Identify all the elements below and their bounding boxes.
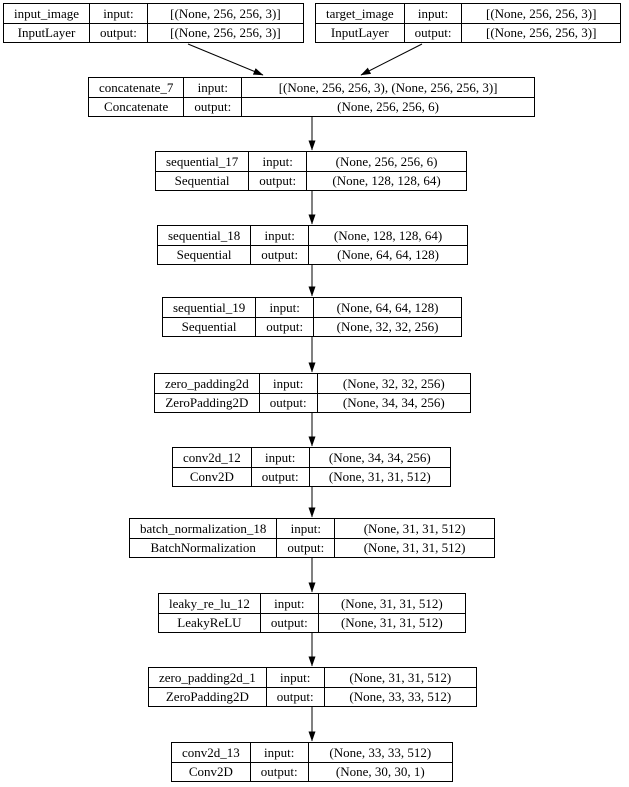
layer-type: Sequential: [156, 171, 249, 190]
input-shape: (None, 256, 256, 6): [306, 152, 466, 171]
input-label: input:: [276, 519, 334, 538]
output-label: output:: [258, 393, 317, 412]
layer-type: BatchNormalization: [130, 538, 277, 557]
node-conv2d-13: conv2d_13 input: (None, 33, 33, 512) Con…: [171, 742, 453, 782]
input-shape: (None, 31, 31, 512): [334, 519, 494, 538]
output-label: output:: [259, 613, 318, 632]
layer-name: concatenate_7: [99, 79, 174, 95]
layer-name: batch_normalization_18: [140, 520, 267, 536]
layer-name: zero_padding2d_1: [159, 669, 256, 685]
input-label: input:: [248, 152, 306, 171]
node-sequential-18: sequential_18 input: (None, 128, 128, 64…: [157, 225, 468, 265]
input-label: input:: [255, 298, 313, 317]
input-shape: (None, 31, 31, 512): [317, 594, 465, 613]
layer-type: LeakyReLU: [159, 613, 260, 632]
layer-type: Sequential: [163, 317, 256, 336]
node-conv2d-12: conv2d_12 input: (None, 34, 34, 256) Con…: [172, 447, 451, 487]
layer-type: Concatenate: [89, 97, 184, 116]
layer-type: InputLayer: [4, 23, 89, 42]
input-shape: (None, 34, 34, 256): [308, 448, 450, 467]
node-sequential-19: sequential_19 input: (None, 64, 64, 128)…: [162, 297, 462, 337]
input-label: input:: [249, 743, 308, 762]
output-shape: [(None, 256, 256, 3)]: [461, 23, 620, 42]
node-zero-padding2d: zero_padding2d input: (None, 32, 32, 256…: [154, 373, 471, 413]
layer-type: Conv2D: [172, 762, 250, 781]
node-concatenate-7: concatenate_7 input: [(None, 256, 256, 3…: [88, 77, 535, 117]
layer-name: sequential_18: [168, 227, 241, 243]
layer-type: Conv2D: [173, 467, 251, 486]
output-label: output:: [249, 762, 308, 781]
output-label: output:: [255, 317, 314, 336]
input-label: input:: [403, 4, 462, 23]
output-label: output:: [89, 23, 147, 42]
input-shape: (None, 128, 128, 64): [308, 226, 467, 245]
input-shape: [(None, 256, 256, 3), (None, 256, 256, 3…: [241, 78, 534, 97]
layer-type: ZeroPadding2D: [155, 393, 259, 412]
layer-type: Sequential: [158, 245, 251, 264]
layer-name: sequential_17: [166, 153, 239, 169]
layer-type: InputLayer: [316, 23, 404, 42]
output-shape: (None, 30, 30, 1): [307, 762, 452, 781]
layer-name: sequential_19: [173, 299, 246, 315]
output-shape: (None, 128, 128, 64): [306, 171, 466, 190]
layer-name: leaky_re_lu_12: [169, 595, 250, 611]
output-label: output:: [265, 687, 324, 706]
output-label: output:: [183, 97, 242, 116]
input-label: input:: [259, 594, 318, 613]
layer-name: zero_padding2d: [165, 375, 249, 391]
layer-name: conv2d_12: [183, 449, 241, 465]
input-label: input:: [258, 374, 317, 393]
output-shape: (None, 64, 64, 128): [308, 245, 467, 264]
input-label: input:: [250, 448, 309, 467]
output-shape: (None, 34, 34, 256): [316, 393, 470, 412]
output-shape: (None, 256, 256, 6): [241, 97, 534, 116]
input-shape: (None, 33, 33, 512): [307, 743, 452, 762]
layer-name: input_image: [14, 5, 79, 21]
output-label: output:: [403, 23, 462, 42]
output-shape: (None, 31, 31, 512): [334, 538, 494, 557]
output-shape: (None, 33, 33, 512): [323, 687, 476, 706]
node-input-image: input_image input: [(None, 256, 256, 3)]…: [3, 3, 304, 43]
output-label: output:: [250, 245, 309, 264]
output-shape: [(None, 256, 256, 3)]: [146, 23, 303, 42]
input-label: input:: [183, 78, 241, 97]
node-zero-padding2d-1: zero_padding2d_1 input: (None, 31, 31, 5…: [148, 667, 477, 707]
output-label: output:: [250, 467, 309, 486]
output-shape: (None, 31, 31, 512): [308, 467, 450, 486]
node-target-image: target_image input: [(None, 256, 256, 3)…: [315, 3, 621, 43]
output-shape: (None, 32, 32, 256): [313, 317, 461, 336]
input-shape: [(None, 256, 256, 3)]: [146, 4, 303, 23]
input-label: input:: [250, 226, 308, 245]
input-shape: (None, 31, 31, 512): [323, 668, 476, 687]
input-shape: (None, 32, 32, 256): [316, 374, 470, 393]
node-leaky-re-lu-12: leaky_re_lu_12 input: (None, 31, 31, 512…: [158, 593, 466, 633]
output-shape: (None, 31, 31, 512): [317, 613, 465, 632]
layer-name: target_image: [326, 5, 394, 21]
input-shape: [(None, 256, 256, 3)]: [461, 4, 620, 23]
input-shape: (None, 64, 64, 128): [313, 298, 461, 317]
input-label: input:: [89, 4, 147, 23]
output-label: output:: [276, 538, 335, 557]
node-sequential-17: sequential_17 input: (None, 256, 256, 6)…: [155, 151, 467, 191]
layer-name: conv2d_13: [182, 744, 240, 760]
layer-type: ZeroPadding2D: [149, 687, 266, 706]
edge-target-image-to-concatenate: [360, 43, 423, 76]
input-label: input:: [265, 668, 324, 687]
node-batch-normalization-18: batch_normalization_18 input: (None, 31,…: [129, 518, 495, 558]
output-label: output:: [248, 171, 307, 190]
edge-input-image-to-concatenate: [187, 43, 264, 76]
